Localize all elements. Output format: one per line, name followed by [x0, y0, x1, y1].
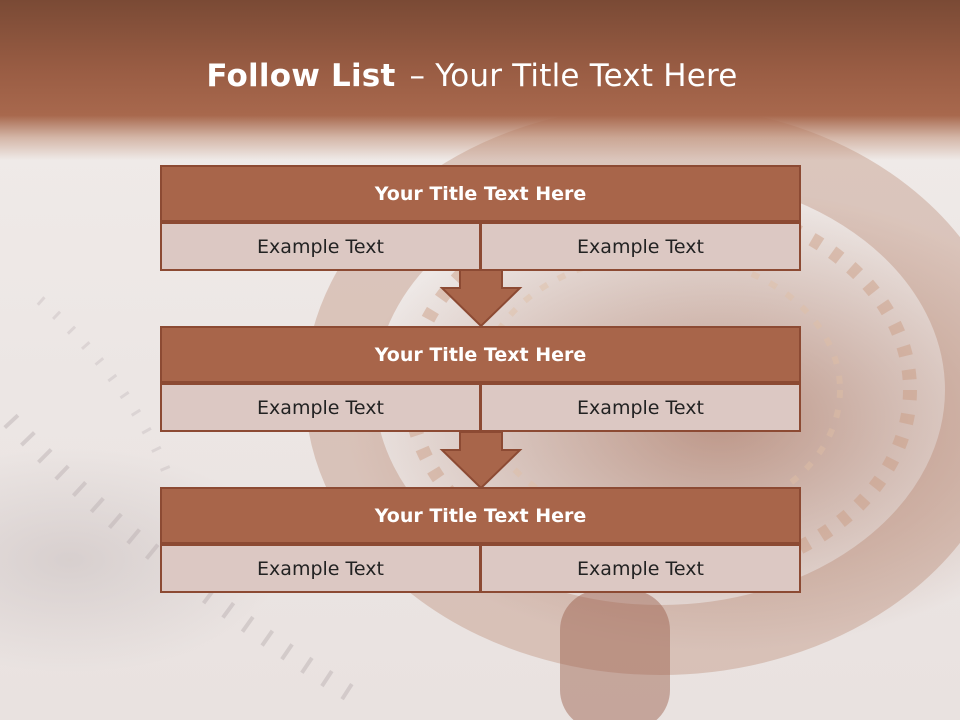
block-title: Your Title Text Here — [160, 165, 801, 222]
block-left-cell: Example Text — [160, 222, 481, 271]
down-arrow-icon — [439, 269, 523, 328]
down-arrow-icon — [439, 431, 523, 490]
slide-title: Follow List–Your Title Text Here — [0, 54, 944, 98]
list-block-1: Your Title Text Here Example Text Exampl… — [160, 165, 801, 271]
slide-title-separator: – — [409, 58, 426, 94]
header-band — [0, 0, 960, 160]
slide-title-rest: Your Title Text Here — [435, 58, 738, 94]
block-right-cell: Example Text — [480, 383, 801, 432]
slide-title-lead: Follow List — [206, 58, 396, 94]
block-right-cell: Example Text — [480, 544, 801, 593]
block-left-cell: Example Text — [160, 383, 481, 432]
list-block-2: Your Title Text Here Example Text Exampl… — [160, 326, 801, 432]
block-title: Your Title Text Here — [160, 326, 801, 383]
block-right-cell: Example Text — [480, 222, 801, 271]
block-title: Your Title Text Here — [160, 487, 801, 544]
block-left-cell: Example Text — [160, 544, 481, 593]
list-block-3: Your Title Text Here Example Text Exampl… — [160, 487, 801, 593]
